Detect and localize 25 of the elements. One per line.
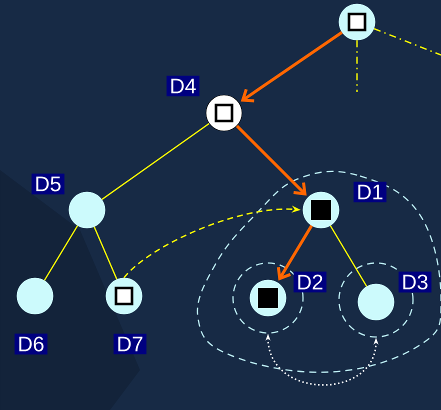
node-label: D6: [14, 334, 48, 354]
connector-line: [44, 225, 78, 281]
node-label: D7: [114, 334, 146, 354]
node-label: D3: [398, 272, 432, 292]
node-label: D1: [354, 182, 386, 202]
circle-node: [358, 284, 394, 320]
circle-node: [106, 278, 142, 314]
connector-line: [374, 28, 441, 56]
arrow: [276, 224, 313, 281]
circle-node: [68, 192, 106, 228]
circle-node: [338, 4, 376, 40]
dashed-loop: [196, 170, 441, 373]
connector-line: [330, 225, 368, 287]
connector-line: [356, 40, 358, 92]
connector-line: [102, 123, 210, 200]
circle-node: [206, 94, 242, 132]
circle-node: [250, 280, 286, 316]
node-label: D5: [32, 174, 64, 194]
circle-node: [302, 192, 340, 228]
arrow: [240, 31, 343, 102]
node-label: D4: [166, 76, 200, 96]
circle-node: [16, 278, 54, 314]
node-label: D2: [294, 272, 326, 292]
connector-line: [94, 226, 118, 280]
arrow: [236, 124, 307, 196]
